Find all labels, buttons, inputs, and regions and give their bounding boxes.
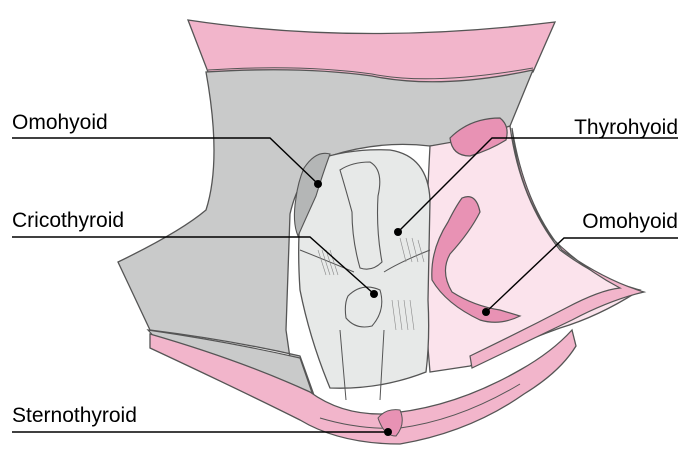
label-omohyoid-left: Omohyoid <box>12 112 108 133</box>
dot-sternothyroid <box>384 428 392 436</box>
label-omohyoid-right: Omohyoid <box>582 211 678 232</box>
dot-omohyoid-left <box>314 180 322 188</box>
label-sternothyroid: Sternothyroid <box>12 405 137 426</box>
dot-cricothyroid <box>370 290 378 298</box>
label-thyrohyoid: Thyrohyoid <box>574 117 678 138</box>
dot-omohyoid-right <box>482 308 490 316</box>
dot-thyrohyoid <box>394 228 402 236</box>
label-cricothyroid: Cricothyroid <box>12 210 124 231</box>
